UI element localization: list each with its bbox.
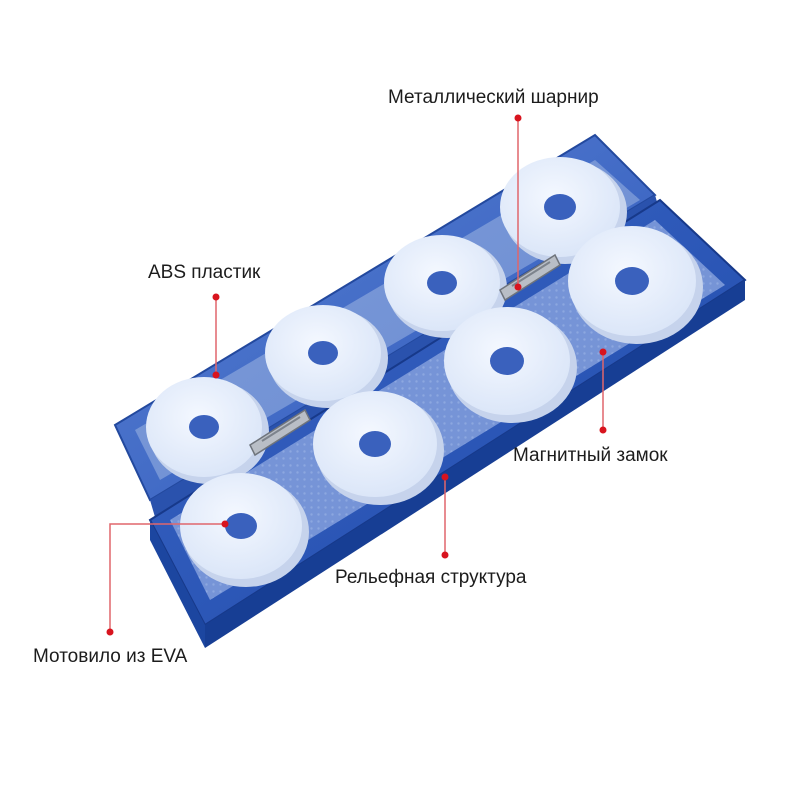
dot-hinge-bottom	[514, 283, 522, 291]
callout-abs-label: ABS пластик	[148, 262, 261, 283]
callout-magnet-label: Магнитный замок	[513, 445, 668, 466]
callout-hinge-label: Металлический шарнир	[388, 87, 599, 108]
callout-relief-label: Рельефная структура	[335, 567, 527, 588]
spool-lid-2	[265, 305, 388, 408]
dot-magnet-top	[599, 348, 607, 356]
dot-abs-top	[212, 293, 220, 301]
dot-magnet-bottom	[599, 426, 607, 434]
dot-eva-end	[106, 628, 114, 636]
dot-relief-bottom	[441, 551, 449, 559]
spool-lid-1	[146, 377, 269, 484]
spool-lid-3	[384, 235, 507, 338]
spool-base-4	[568, 226, 703, 344]
spool-base-1	[180, 473, 309, 587]
leader-eva	[109, 523, 225, 632]
spool-base-2	[313, 391, 444, 505]
hinge-lower	[249, 408, 311, 457]
dot-hinge-top	[514, 114, 522, 122]
spool-base-3	[444, 307, 577, 423]
callout-dots	[106, 114, 607, 636]
callout-leaders	[109, 118, 604, 632]
dot-eva-start	[221, 520, 229, 528]
dot-relief-top	[441, 473, 449, 481]
dot-abs-bottom	[212, 371, 220, 379]
spool-lid-4	[500, 157, 627, 264]
callout-eva-label: Мотовило из EVA	[33, 646, 188, 667]
